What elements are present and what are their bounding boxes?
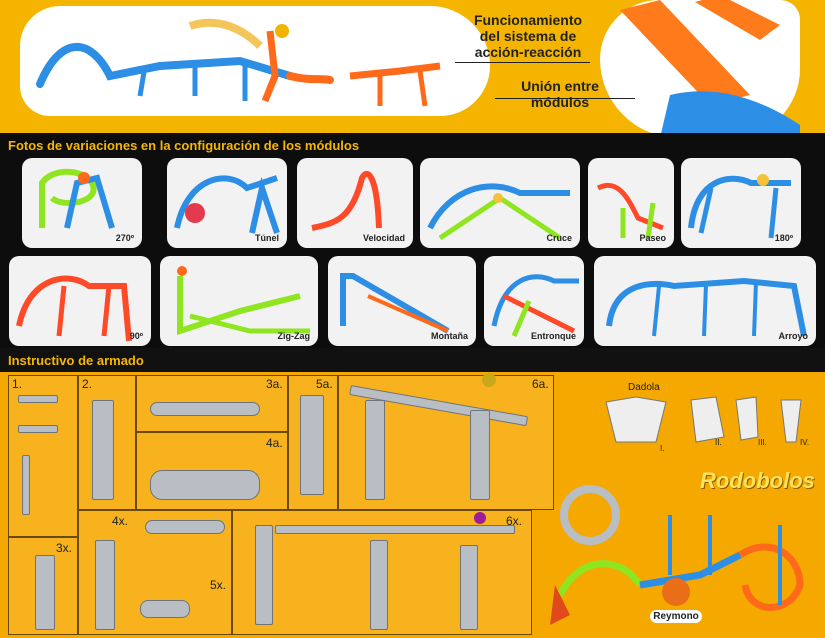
track-part (18, 395, 58, 403)
hero-banner: Funcionamiento del sistema de acción-rea… (0, 0, 825, 138)
photo-card: Velocidad (297, 158, 413, 248)
step-number: 2. (82, 377, 93, 391)
reymono-logo-text: Reymono (650, 610, 702, 623)
photo-label: Cruce (546, 233, 572, 243)
pillar-part (370, 540, 388, 630)
photo-label: 90º (129, 331, 143, 341)
photo-card: Túnel (167, 158, 287, 248)
callout-line (455, 62, 590, 63)
reymono-logo: Reymono (643, 578, 709, 634)
photo-card: Cruce (420, 158, 580, 248)
dadola-part-label: IV. (800, 438, 810, 447)
photo-card: Montaña (328, 256, 476, 346)
step-number: 6a. (532, 377, 549, 391)
pillar-part (460, 545, 478, 630)
photo-card: Arroyo (594, 256, 816, 346)
step-number: 3a. (266, 377, 283, 391)
instructions-section-title: Instructivo de armado (8, 353, 144, 368)
pillar-part (470, 410, 490, 500)
pillar-part (95, 540, 115, 630)
chute-part (150, 470, 260, 500)
dadola-pieces (605, 396, 802, 443)
brand-wordmark: Rodobolos (700, 468, 815, 493)
ball (474, 512, 486, 524)
track-part (22, 455, 30, 515)
dadola-title: Dadola (628, 382, 660, 393)
pillar-part (92, 400, 114, 500)
photo-label: 180º (774, 233, 793, 243)
reymono-logo-icon (662, 578, 690, 606)
track-part (275, 525, 515, 534)
photo-label: Velocidad (362, 233, 405, 243)
photo-label: Montaña (431, 331, 468, 341)
photo-label: Paseo (639, 233, 666, 243)
step-number: 5x. (210, 578, 227, 592)
photos-section-title: Fotos de variaciones en la configuración… (8, 138, 360, 153)
photo-card: 270º (22, 158, 142, 248)
ring-part (150, 402, 260, 416)
photo-card: Zig-Zag (160, 256, 318, 346)
ball (482, 373, 496, 387)
module-joint-illustration (620, 0, 800, 138)
pillar-part (365, 400, 385, 500)
callout-line (495, 98, 635, 99)
step-number: 4a. (266, 436, 283, 450)
photo-card: Paseo (588, 158, 674, 248)
hero-callout-module-joint: Unión entre módulos (521, 78, 599, 110)
step-number: 5a. (316, 377, 333, 391)
step-number: 4x. (112, 514, 129, 528)
photo-label: Túnel (255, 233, 279, 243)
dadola-part-label: I. (660, 444, 665, 453)
photo-label: Arroyo (778, 331, 808, 341)
photo-card: 90º (9, 256, 151, 346)
photo-card: 180º (681, 158, 801, 248)
hero-illustration-panel (20, 6, 490, 116)
step-number: 1. (12, 377, 23, 391)
hero-callout-action-reaction: Funcionamiento del sistema de acción-rea… (473, 12, 583, 60)
pillar-part (300, 395, 324, 495)
spiral-part (560, 485, 620, 545)
chute-part (140, 600, 190, 618)
step-number: 6x. (506, 514, 523, 528)
dadola-part-label: II. (715, 438, 722, 447)
arc-part (145, 520, 225, 534)
hero-track-illustration (36, 18, 441, 107)
pillar-part (35, 555, 55, 630)
photo-label: Zig-Zag (277, 331, 311, 341)
hero-detail-panel (600, 0, 800, 138)
photo-label: 270º (115, 233, 134, 243)
step-number: 3x. (56, 541, 73, 555)
photo-label: Entronque (531, 331, 576, 341)
dadola-part-label: III. (758, 438, 767, 447)
photo-card: Entronque (484, 256, 584, 346)
track-part (18, 425, 58, 433)
finished-track-illustration (550, 515, 804, 625)
pillar-part (255, 525, 273, 625)
